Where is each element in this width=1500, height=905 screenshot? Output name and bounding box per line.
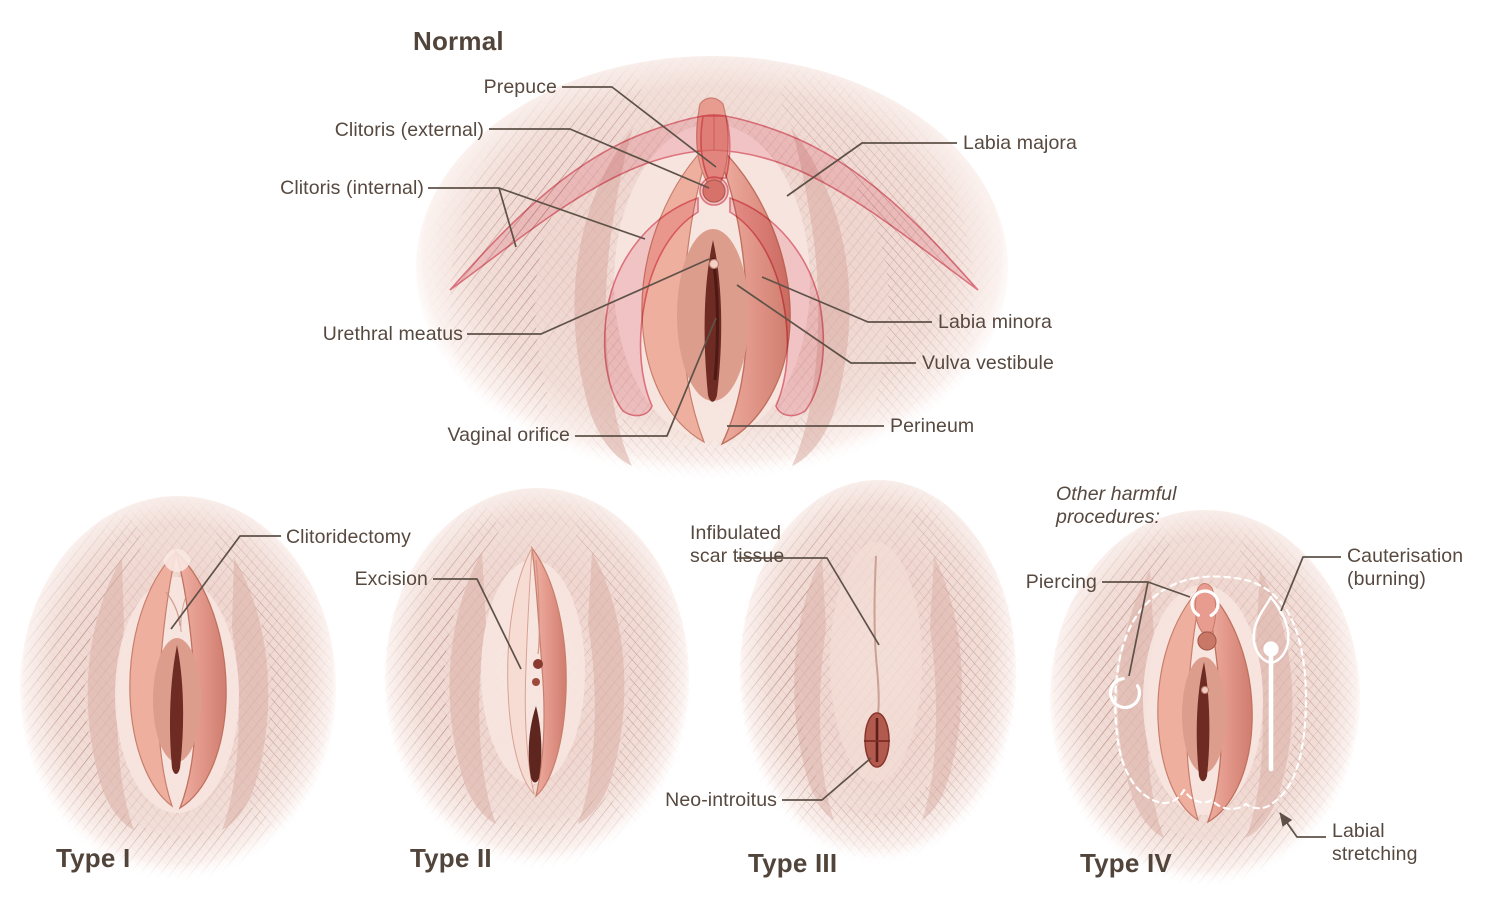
title-type1: Type I bbox=[56, 843, 131, 873]
leader-cauterisation bbox=[1280, 556, 1341, 612]
leader-clitoris-internal-b bbox=[498, 187, 646, 240]
label-piercing: Piercing bbox=[1025, 571, 1097, 593]
illustration-type3-vulva bbox=[736, 470, 1024, 870]
label-cauterisation: Cauterisation (burning) bbox=[1347, 545, 1464, 590]
leader-vulva-vestibule bbox=[736, 284, 916, 364]
leader-excision bbox=[433, 578, 522, 670]
leader-labia-minora bbox=[761, 276, 932, 323]
leader-urethral-meatus bbox=[467, 258, 710, 335]
piercing-ring-left bbox=[1108, 676, 1142, 710]
label-labia-minora: Labia minora bbox=[938, 311, 1052, 333]
piercing-ring-top bbox=[1190, 589, 1220, 619]
leader-piercing-b bbox=[1128, 581, 1149, 677]
leader-infibulated-scar bbox=[737, 557, 880, 646]
leader-clitoris-external bbox=[489, 128, 710, 189]
label-other-harmful-procedures: Other harmful procedures: bbox=[1056, 483, 1177, 528]
labial-stretching-dashed-outline bbox=[1114, 575, 1308, 810]
leader-labial-stretching bbox=[1279, 812, 1326, 838]
label-labia-majora: Labia majora bbox=[963, 132, 1077, 154]
label-vulva-vestibule: Vulva vestibule bbox=[922, 352, 1054, 374]
label-clitoridectomy: Clitoridectomy bbox=[286, 526, 411, 548]
leader-prepuce bbox=[562, 86, 717, 168]
label-perineum: Perineum bbox=[890, 415, 975, 437]
title-normal: Normal bbox=[413, 26, 504, 56]
label-neo-introitus: Neo-introitus bbox=[665, 789, 777, 811]
label-excision: Excision bbox=[354, 568, 428, 590]
leader-vaginal-orifice bbox=[575, 317, 717, 437]
label-prepuce: Prepuce bbox=[483, 76, 557, 98]
label-labial-stretching: Labial stretching bbox=[1332, 820, 1418, 865]
illustration-normal-vulva bbox=[405, 11, 1020, 504]
label-urethral-meatus: Urethral meatus bbox=[322, 323, 463, 345]
label-clitoris-internal: Clitoris (internal) bbox=[280, 177, 424, 199]
leader-lines bbox=[170, 86, 1341, 838]
illustration-type4-vulva bbox=[1042, 503, 1372, 894]
leader-clitoridectomy bbox=[170, 535, 281, 630]
internal-clitoris-overlay bbox=[449, 114, 979, 417]
label-vaginal-orifice: Vaginal orifice bbox=[447, 424, 570, 446]
leader-neo-introitus bbox=[782, 757, 872, 801]
title-type3: Type III bbox=[748, 848, 838, 878]
match-head-icon bbox=[1263, 641, 1279, 657]
leader-labia-majora bbox=[786, 142, 957, 197]
match-flame-icon bbox=[1252, 595, 1290, 665]
title-type2: Type II bbox=[410, 843, 492, 873]
illustration-type1-vulva bbox=[10, 490, 350, 890]
label-infibulated-scar-tissue: Infibulated scar tissue bbox=[690, 522, 785, 567]
title-type4: Type IV bbox=[1080, 848, 1172, 878]
label-clitoris-external: Clitoris (external) bbox=[334, 119, 484, 141]
harmful-procedure-marks bbox=[1108, 575, 1308, 810]
illustration-type2-vulva bbox=[375, 482, 699, 874]
